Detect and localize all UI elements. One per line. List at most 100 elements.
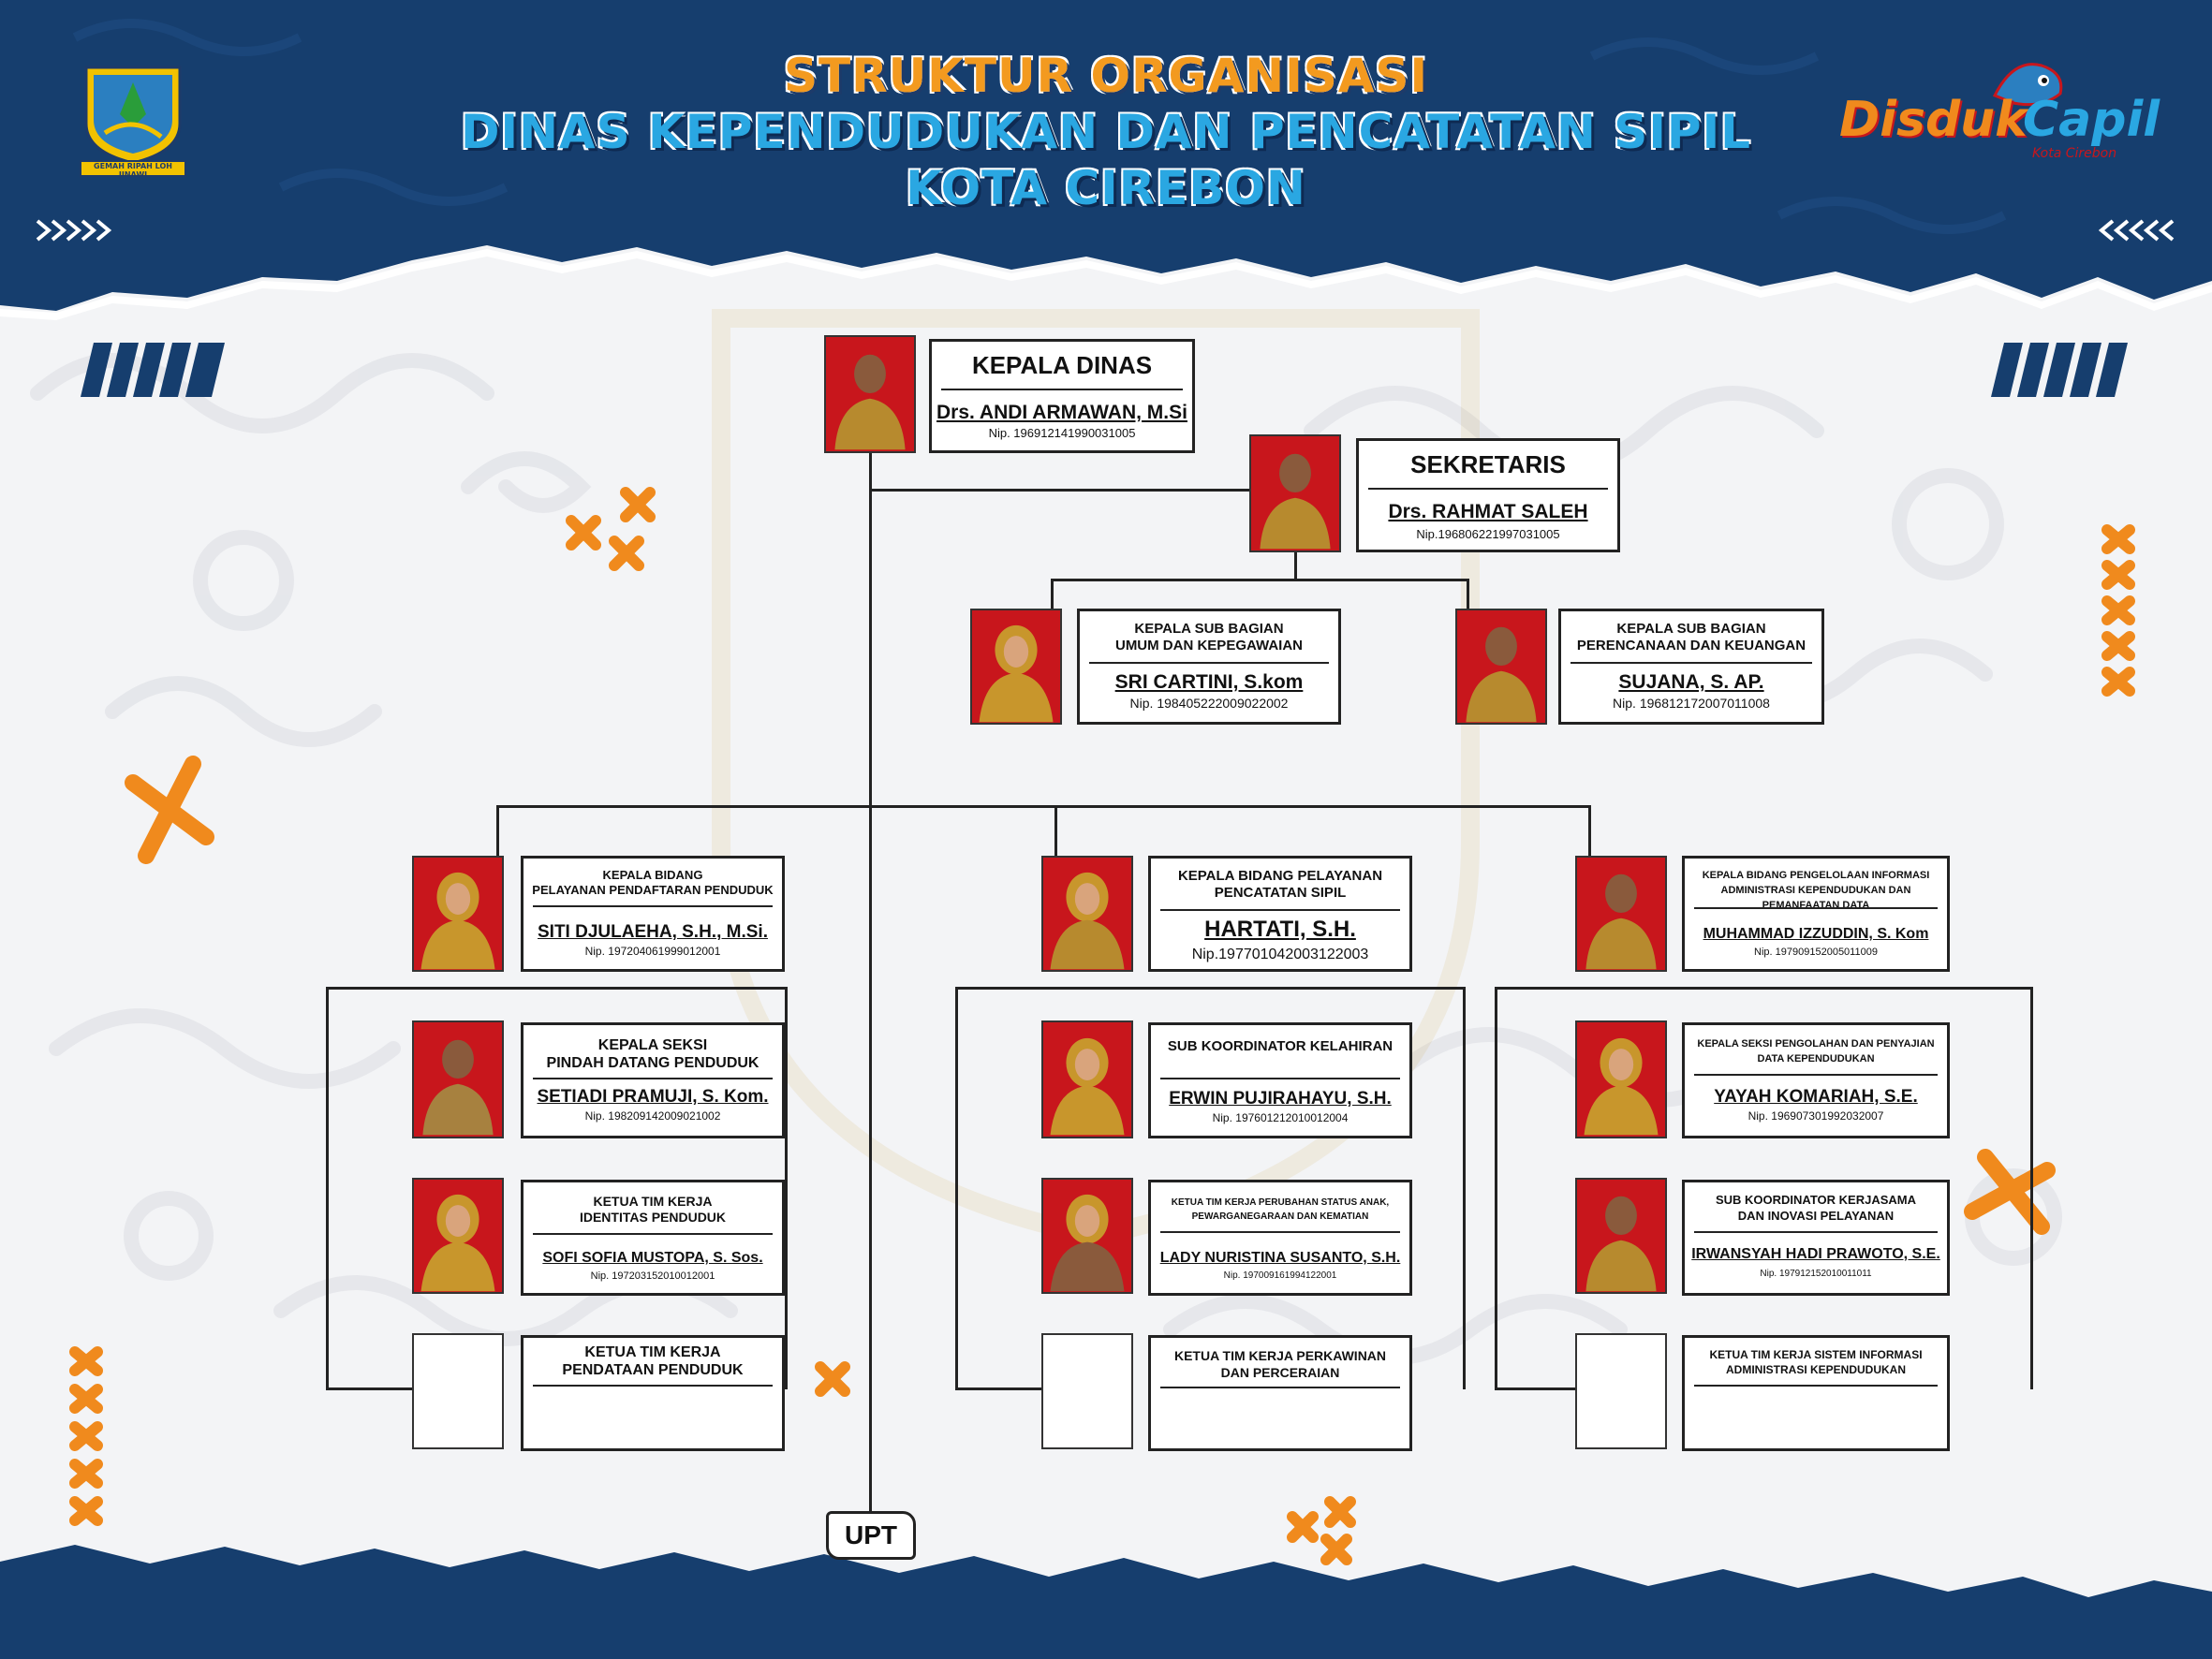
b1-tim1-nip: Nip. 197203152010012001: [590, 1270, 715, 1282]
b3-sub-role: SUB KOORDINATOR KERJASAMA DAN INOVASI PE…: [1715, 1193, 1917, 1223]
sekretaris-photo: [1249, 434, 1341, 552]
b1-tim2-role: KETUA TIM KERJA PENDATAAN PENDUDUK: [562, 1344, 744, 1378]
b1-seksi-nip: Nip. 198209142009021002: [584, 1109, 721, 1123]
b2-tim1-card: KETUA TIM KERJA PERUBAHAN STATUS ANAK, P…: [1148, 1180, 1412, 1296]
subbag-keuangan-nip: Nip. 196812172007011008: [1613, 696, 1770, 711]
connector-bidang-3: [1588, 805, 1591, 856]
disdukcapil-logo: Disduk Capil Kota Cirebon: [1836, 49, 2160, 161]
bidang-3-role: KEPALA BIDANG PENGELOLAAN INFORMASI ADMI…: [1702, 870, 1930, 911]
person-avatar-icon: [834, 354, 906, 450]
b2-tim2-card: KETUA TIM KERJA PERKAWINAN DAN PERCERAIA…: [1148, 1335, 1412, 1451]
kepala-dinas-name: Drs. ANDI ARMAWAN, M.Si: [936, 402, 1187, 423]
sekretaris-card: SEKRETARIS Drs. RAHMAT SALEH Nip.1968062…: [1356, 438, 1620, 552]
b2-tim1-name: LADY NURISTINA SUSANTO, S.H.: [1159, 1250, 1401, 1266]
connector-bidang-horizontal: [496, 805, 1590, 808]
connector-b2-frame-bottom: [955, 1387, 1041, 1390]
person-avatar-icon: [420, 872, 495, 970]
b2-sub-photo: [1041, 1020, 1133, 1138]
person-avatar-icon: [1050, 872, 1125, 970]
b3-sub-card: SUB KOORDINATOR KERJASAMA DAN INOVASI PE…: [1682, 1180, 1950, 1296]
b2-tim1-nip: Nip. 197009161994122001: [1223, 1270, 1337, 1281]
sekretaris-name: Drs. RAHMAT SALEH: [1388, 501, 1588, 522]
b1-seksi-photo: [412, 1020, 504, 1138]
person-avatar-icon: [979, 624, 1054, 723]
b1-tim2-photo-placeholder: [412, 1333, 504, 1449]
kepala-dinas-role: KEPALA DINAS: [971, 351, 1153, 379]
bidang-2-name: HARTATI, S.H.: [1204, 917, 1356, 942]
connector-bidang-1: [496, 805, 499, 856]
person-avatar-icon: [1050, 1194, 1125, 1292]
person-avatar-icon: [1050, 1037, 1125, 1136]
emblem-motto: GEMAH RIPAH LOH JINAWI: [94, 162, 172, 179]
b2-tim2-photo-placeholder: [1041, 1333, 1133, 1449]
page-city: KOTA CIREBON: [906, 161, 1306, 215]
b3-tim-card: KETUA TIM KERJA SISTEM INFORMASI ADMINIS…: [1682, 1335, 1950, 1451]
sekretaris-role: SEKRETARIS: [1410, 450, 1566, 478]
bidang-1-role: KEPALA BIDANG PELAYANAN PENDAFTARAN PEND…: [532, 868, 774, 897]
b3-tim-photo-placeholder: [1575, 1333, 1667, 1449]
b2-sub-nip: Nip. 197601212010012004: [1212, 1111, 1349, 1124]
bidang-2-photo: [1041, 856, 1133, 972]
subbag-keuangan-photo: [1455, 609, 1547, 725]
b1-tim1-role: KETUA TIM KERJA IDENTITAS PENDUDUK: [579, 1194, 727, 1225]
person-avatar-icon: [1585, 1196, 1657, 1292]
upt-node: UPT: [826, 1511, 916, 1560]
page-title: STRUKTUR ORGANISASI: [783, 49, 1429, 103]
bidang-1-photo: [412, 856, 504, 972]
connector-bidang-2: [1054, 805, 1057, 856]
person-avatar-icon: [1584, 1037, 1659, 1136]
b3-seksi-name: YAYAH KOMARIAH, S.E.: [1714, 1087, 1918, 1107]
person-avatar-icon: [1585, 874, 1657, 970]
mascot-icon: [1992, 63, 2063, 107]
bidang-1-nip: Nip. 197204061999012001: [584, 945, 721, 958]
subbag-umum-role: KEPALA SUB BAGIAN UMUM DAN KEPEGAWAIAN: [1114, 621, 1303, 653]
b2-sub-name: ERWIN PUJIRAHAYU, S.H.: [1169, 1089, 1392, 1108]
kepala-dinas-card: KEPALA DINAS Drs. ANDI ARMAWAN, M.Si Nip…: [929, 339, 1195, 453]
b1-seksi-name: SETIADI PRAMUJI, S. Kom.: [537, 1087, 769, 1107]
connector-b3-frame-top: [1495, 987, 2032, 990]
emblem-shield-icon: [80, 66, 186, 177]
bidang-3-nip: Nip. 197909152005011009: [1754, 947, 1878, 958]
connector-b1-frame-bottom: [326, 1387, 412, 1390]
city-emblem: GEMAH RIPAH LOH JINAWI: [67, 58, 199, 180]
subbag-umum-photo: [970, 609, 1062, 725]
bidang-2-role: KEPALA BIDANG PELAYANAN PENCATATAN SIPIL: [1177, 868, 1383, 901]
bidang-2-card: KEPALA BIDANG PELAYANAN PENCATATAN SIPIL…: [1148, 856, 1412, 972]
person-avatar-icon: [420, 1194, 495, 1292]
connector-b3-frame-bottom: [1495, 1387, 1575, 1390]
subbag-umum-nip: Nip. 198405222009022002: [1129, 696, 1289, 711]
bidang-3-name: MUHAMMAD IZZUDDIN, S. Kom: [1703, 926, 1929, 942]
b2-tim1-role: KETUA TIM KERJA PERUBAHAN STATUS ANAK, P…: [1171, 1197, 1390, 1222]
sekretaris-nip: Nip.196806221997031005: [1416, 527, 1560, 541]
b3-tim-role: KETUA TIM KERJA SISTEM INFORMASI ADMINIS…: [1709, 1348, 1923, 1376]
connector-trunk: [869, 444, 872, 1513]
b2-tim1-photo: [1041, 1178, 1133, 1294]
brand-logo-part-a: Disduk: [1839, 92, 2028, 148]
bidang-3-card: KEPALA BIDANG PENGELOLAAN INFORMASI ADMI…: [1682, 856, 1950, 972]
connector-b1-frame-left: [326, 987, 329, 1389]
connector-subbag-horizontal: [1051, 579, 1468, 581]
b3-sub-nip: Nip. 197912152010011011: [1760, 1269, 1872, 1279]
b1-tim1-photo: [412, 1178, 504, 1294]
b3-sub-photo: [1575, 1178, 1667, 1294]
connector-to-sekretaris: [869, 489, 1249, 492]
person-avatar-icon: [1260, 453, 1331, 550]
b3-seksi-card: KEPALA SEKSI PENGOLAHAN DAN PENYAJIAN DA…: [1682, 1022, 1950, 1138]
page-subtitle: DINAS KEPENDUDUKAN DAN PENCATATAN SIPIL: [460, 105, 1752, 159]
connector-b2-frame-top: [955, 987, 1465, 990]
b1-tim2-card: KETUA TIM KERJA PENDATAAN PENDUDUK: [521, 1335, 785, 1451]
b1-seksi-card: KEPALA SEKSI PINDAH DATANG PENDUDUK SETI…: [521, 1022, 785, 1138]
connector-b1-frame-top: [326, 987, 787, 990]
b1-seksi-role: KEPALA SEKSI PINDAH DATANG PENDUDUK: [546, 1037, 759, 1071]
person-avatar-icon: [1466, 626, 1537, 723]
bidang-2-nip: Nip.197701042003122003: [1191, 947, 1369, 962]
b3-sub-name: IRWANSYAH HADI PRAWOTO, S.E.: [1691, 1246, 1940, 1262]
subbag-keuangan-role: KEPALA SUB BAGIAN PERENCANAAN DAN KEUANG…: [1576, 621, 1806, 653]
bidang-1-card: KEPALA BIDANG PELAYANAN PENDAFTARAN PEND…: [521, 856, 785, 972]
kepala-dinas-nip: Nip. 196912141990031005: [988, 426, 1136, 440]
bidang-3-photo: [1575, 856, 1667, 972]
connector-subbag-right: [1467, 579, 1469, 609]
b2-sub-role: SUB KOORDINATOR KELAHIRAN: [1167, 1038, 1394, 1054]
brand-logo-subtitle: Kota Cirebon: [2032, 146, 2117, 161]
connector-subbag-left: [1051, 579, 1054, 609]
